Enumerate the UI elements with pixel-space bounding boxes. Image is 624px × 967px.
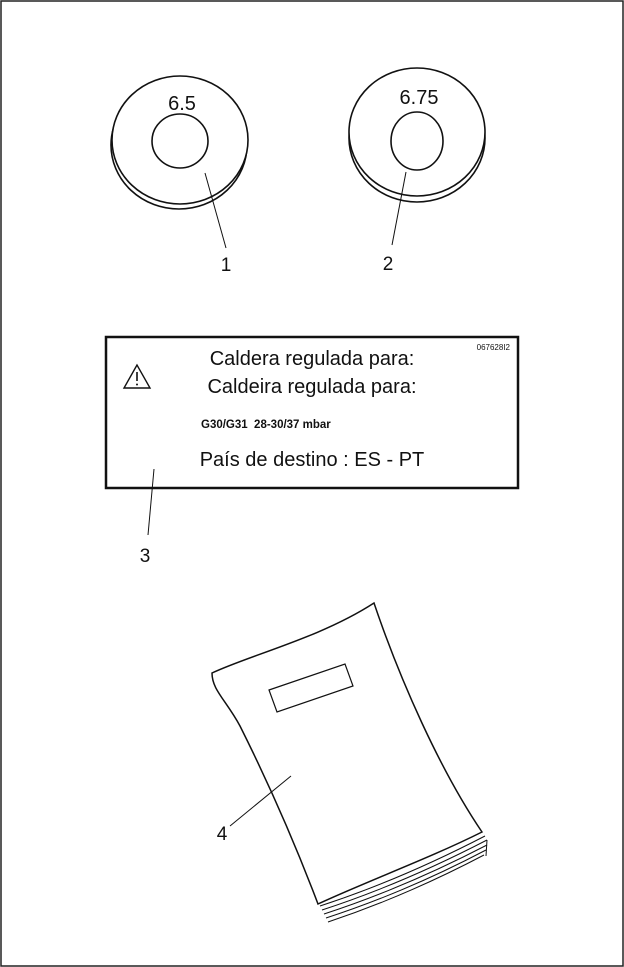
warning-triangle-icon [122,363,152,389]
plate-code: 067628I2 [477,343,511,352]
plate-line1: Caldera regulada para: [210,348,415,370]
plate-gas: G30/G31 28-30/37 mbar [201,419,331,431]
washer-2: 6.75 2 [348,67,486,275]
booklet-cover [211,601,484,906]
callout-2: 2 [383,254,394,275]
callout-3: 3 [140,546,151,567]
callout-1: 1 [221,255,232,276]
booklet-window [268,663,354,713]
plate-line2: Caldeira regulada para: [207,376,416,398]
washer-1-hole [151,113,209,169]
washer-2-hole [390,111,444,171]
washer-1-value: 6.5 [168,93,196,115]
washer-2-value: 6.75 [400,87,439,109]
booklet: 4 [211,601,488,923]
washer-1: 6.5 1 [110,75,249,276]
plate-destination: País de destino : ES - PT [200,449,425,471]
callout-4: 4 [217,824,228,845]
label-plate: 067628I2 Caldera regulada para: Caldeira… [104,335,520,567]
